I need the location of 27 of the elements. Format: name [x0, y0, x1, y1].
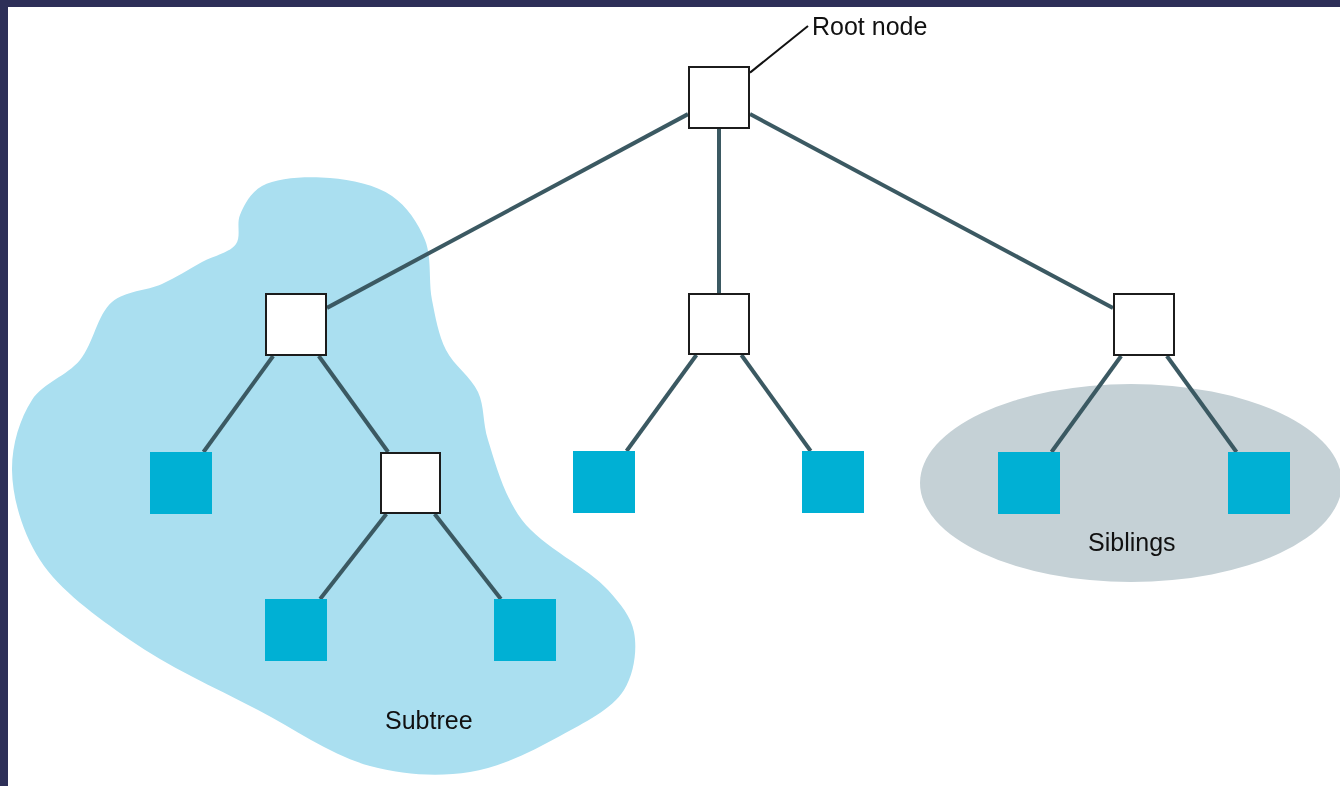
leader-line — [749, 25, 809, 74]
tree-node-box — [688, 66, 750, 129]
leaf-node-box — [1228, 452, 1290, 514]
region-label: Siblings — [1088, 527, 1176, 557]
tree-edge — [433, 512, 503, 601]
tree-edge — [624, 353, 699, 453]
tree-node-box — [265, 293, 327, 356]
callout-label: Root node — [812, 9, 962, 43]
tree-node-box — [1113, 293, 1175, 356]
region-label: Subtree — [385, 705, 473, 735]
tree-edge — [739, 353, 813, 453]
leaf-node-box — [494, 599, 556, 661]
tree-node-box — [688, 293, 750, 355]
tree-edge — [326, 112, 689, 310]
tree-edge — [717, 129, 721, 293]
leaf-node-box — [802, 451, 864, 513]
leaf-node-box — [573, 451, 635, 513]
tree-edge — [1165, 354, 1239, 454]
leaf-node-box — [265, 599, 327, 661]
leaf-node-box — [150, 452, 212, 514]
tree-edge — [201, 354, 275, 454]
tree-edge — [318, 512, 388, 601]
tree-edge — [317, 354, 390, 454]
leaf-node-box — [998, 452, 1060, 514]
tree-edge — [1049, 354, 1123, 454]
tree-node-box — [380, 452, 441, 514]
tree-edge — [749, 112, 1114, 310]
